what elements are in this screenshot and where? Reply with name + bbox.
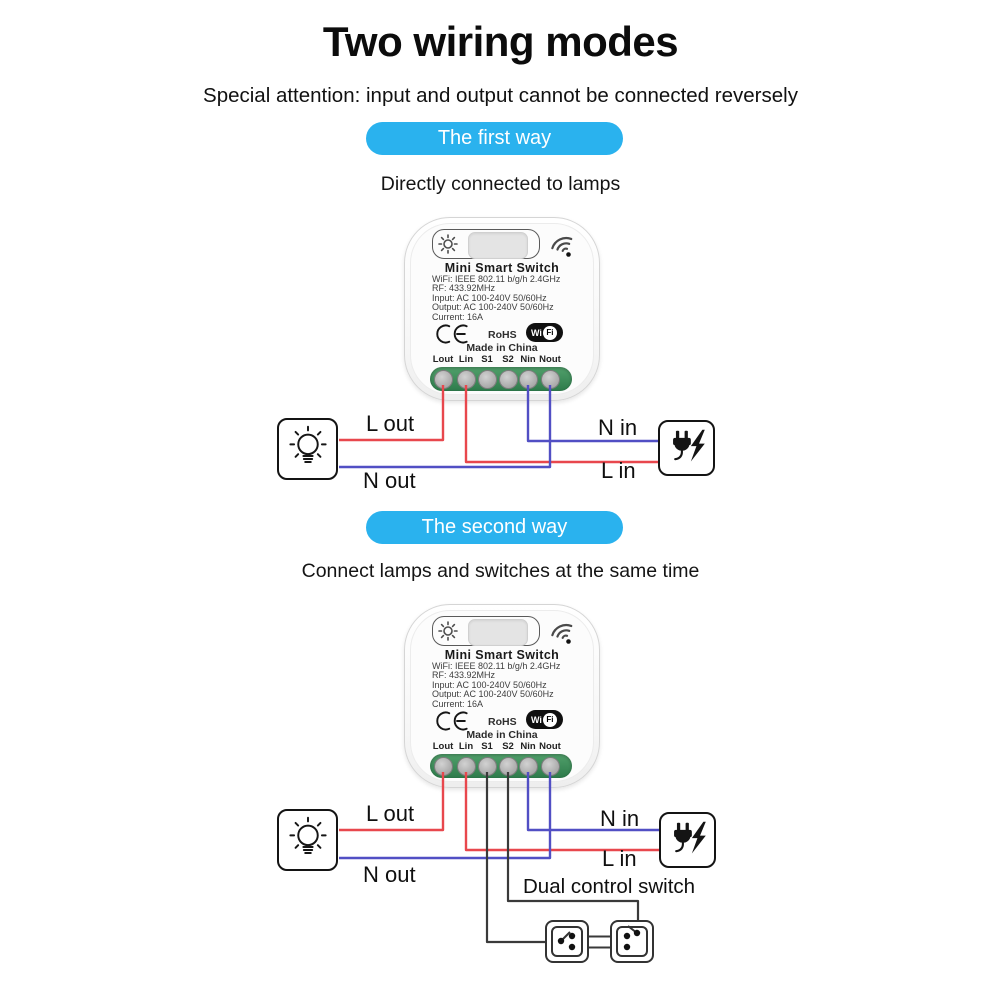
spec-line: Input: AC 100-240V 50/60Hz: [432, 292, 547, 303]
device-specs: WiFi: IEEE 802.11 b/g/h 2.4GHz RF: 433.9…: [432, 274, 561, 322]
dual-switch-left: [545, 920, 589, 963]
device-name: Mini Smart Switch: [444, 648, 560, 662]
wifi-badge: Wi Fi: [526, 710, 563, 729]
spec-line: WiFi: IEEE 802.11 b/g/h 2.4GHz: [432, 274, 561, 284]
lightning-icon: [691, 821, 706, 854]
device-specs: WiFi: IEEE 802.11 b/g/h 2.4GHz RF: 433.9…: [432, 661, 561, 709]
terminal-label-nout: Nout: [539, 354, 561, 365]
wire-label-l-in: L in: [602, 846, 637, 871]
terminal-label-lin: Lin: [458, 354, 474, 365]
terminal-screw: [477, 756, 497, 776]
wifi-badge: Wi Fi: [526, 323, 563, 342]
cord: [673, 449, 683, 461]
special-attention-note: Special attention: input and output cann…: [203, 84, 798, 107]
spec-line: RF: 433.92MHz: [432, 670, 496, 681]
device-button: [468, 619, 528, 646]
terminal-label-nout: Nout: [539, 741, 561, 752]
section-heading-first: Directly connected to lamps: [380, 173, 621, 195]
dual-switch-right: [610, 920, 654, 963]
spec-line: Current: 16A: [432, 698, 484, 709]
terminal-screw: [498, 369, 518, 389]
spec-line: Output: AC 100-240V 50/60Hz: [432, 302, 554, 313]
smart-switch-device: Mini Smart Switch WiFi: IEEE 802.11 b/g/…: [404, 604, 600, 788]
lamp-box: [277, 809, 338, 871]
power-box: [659, 812, 716, 868]
terminal-screw: [540, 756, 560, 776]
terminal-label-lout: Lout: [432, 741, 454, 752]
terminal-label-s2: S2: [502, 354, 514, 365]
dual-control-switch-label: Dual control switch: [523, 875, 696, 898]
switch-contacts: [557, 929, 641, 951]
power-box: [658, 420, 715, 476]
sun-icon: [438, 621, 458, 641]
terminal-label-lout: Lout: [432, 354, 454, 365]
section-heading-second: Connect lamps and switches at the same t…: [301, 560, 700, 582]
wifi-signal-icon: [551, 236, 573, 257]
terminal-label-s1: S1: [481, 741, 493, 752]
terminal-label-s1: S1: [481, 354, 493, 365]
spec-line: RF: 433.92MHz: [432, 283, 496, 294]
wire-label-l-in: L in: [601, 458, 636, 483]
terminal-label-s2: S2: [502, 741, 514, 752]
terminal-strip: [430, 754, 572, 778]
terminal-label-nin: Nin: [520, 741, 536, 752]
device-name: Mini Smart Switch: [444, 261, 560, 275]
wire-label-l-out: L out: [366, 411, 415, 436]
wire-black-s1: [485, 772, 560, 944]
terminal-labels: Lout Lin S1 S2 Nin Nout: [404, 354, 600, 366]
made-in-china-label: Made in China: [466, 729, 538, 741]
terminal-label-nin: Nin: [520, 354, 536, 365]
wire-label-n-in: N in: [598, 415, 638, 440]
wire-label-n-in: N in: [600, 806, 640, 831]
terminal-screw: [498, 756, 518, 776]
pill-first-way: The first way: [366, 122, 623, 155]
terminal-screw: [518, 369, 538, 389]
spec-line: Output: AC 100-240V 50/60Hz: [432, 689, 554, 700]
terminal-label-lin: Lin: [458, 741, 474, 752]
lightning-icon: [690, 429, 705, 462]
rohs-label: RoHS: [488, 329, 517, 341]
cord: [674, 841, 684, 853]
wire-label-l-out: L out: [366, 801, 415, 826]
bulb-icon: [288, 425, 327, 463]
smart-switch-device: Mini Smart Switch WiFi: IEEE 802.11 b/g/…: [404, 217, 600, 401]
wire-label-n-out: N out: [363, 862, 416, 887]
device-button: [468, 232, 528, 259]
plug-icon: [672, 429, 705, 462]
terminal-screw: [477, 369, 497, 389]
wifi-signal-icon: [551, 623, 573, 644]
page-title: Two wiring modes: [322, 18, 679, 65]
sun-icon: [438, 234, 458, 254]
wire-label-n-out: N out: [363, 468, 416, 493]
terminal-screw: [518, 756, 538, 776]
bulb-icon: [288, 816, 327, 854]
spec-line: Input: AC 100-240V 50/60Hz: [432, 679, 547, 690]
terminal-screw: [433, 369, 453, 389]
plug-icon: [673, 821, 706, 854]
terminal-screw: [540, 369, 560, 389]
spec-line: WiFi: IEEE 802.11 b/g/h 2.4GHz: [432, 661, 561, 671]
ce-mark-icon: [436, 711, 468, 731]
made-in-china-label: Made in China: [466, 342, 538, 354]
ce-mark-icon: [436, 324, 468, 344]
terminal-screw: [456, 369, 476, 389]
spec-line: Current: 16A: [432, 311, 484, 322]
terminal-screw: [433, 756, 453, 776]
rohs-label: RoHS: [488, 716, 517, 728]
terminal-screw: [456, 756, 476, 776]
terminal-strip: [430, 367, 572, 391]
terminal-labels: Lout Lin S1 S2 Nin Nout: [404, 741, 600, 753]
lamp-box: [277, 418, 338, 480]
pill-second-way: The second way: [366, 511, 623, 544]
